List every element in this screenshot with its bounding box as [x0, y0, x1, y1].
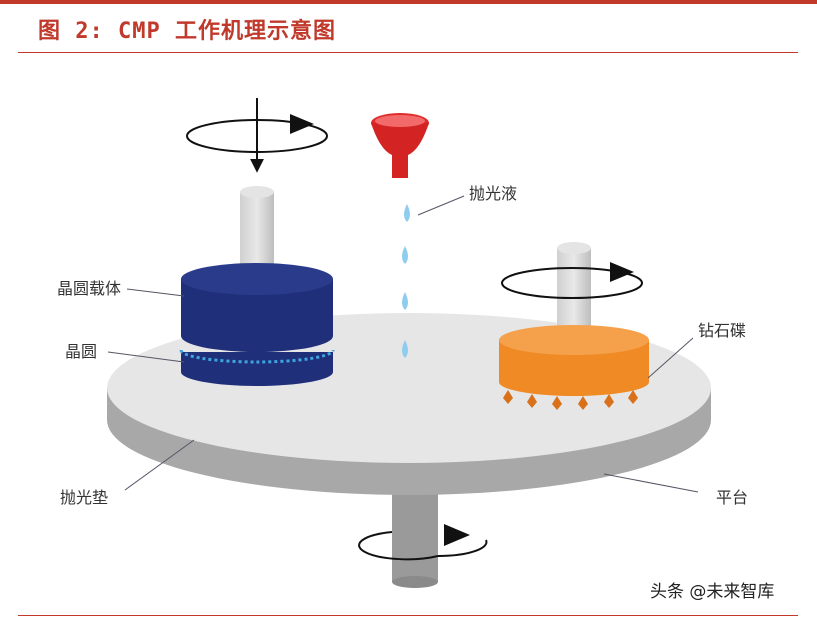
label-wafer-carrier: 晶圆载体	[57, 279, 121, 298]
disk-rotation-arrow-icon	[501, 262, 643, 299]
watermark: 头条 @未来智库	[650, 582, 774, 602]
label-diamond-disk: 钻石碟	[698, 321, 746, 340]
label-slurry: 抛光液	[469, 184, 517, 203]
label-platen: 平台	[716, 488, 748, 507]
diamond-disk	[499, 325, 649, 410]
label-wafer: 晶圆	[65, 342, 97, 361]
label-polishing-pad: 抛光垫	[60, 488, 108, 507]
disk-shaft	[557, 242, 591, 338]
wafer-carrier	[181, 263, 333, 352]
slurry-nozzle	[371, 113, 429, 178]
platen-rotation-arrow-icon	[358, 524, 488, 561]
bottom-rule	[18, 615, 798, 616]
title-divider	[18, 52, 798, 53]
top-rule	[0, 0, 817, 4]
wafer	[179, 349, 335, 386]
leader-lines	[107, 195, 699, 493]
slurry-drops	[402, 204, 410, 358]
figure-title: 图 2: CMP 工作机理示意图	[38, 19, 336, 44]
